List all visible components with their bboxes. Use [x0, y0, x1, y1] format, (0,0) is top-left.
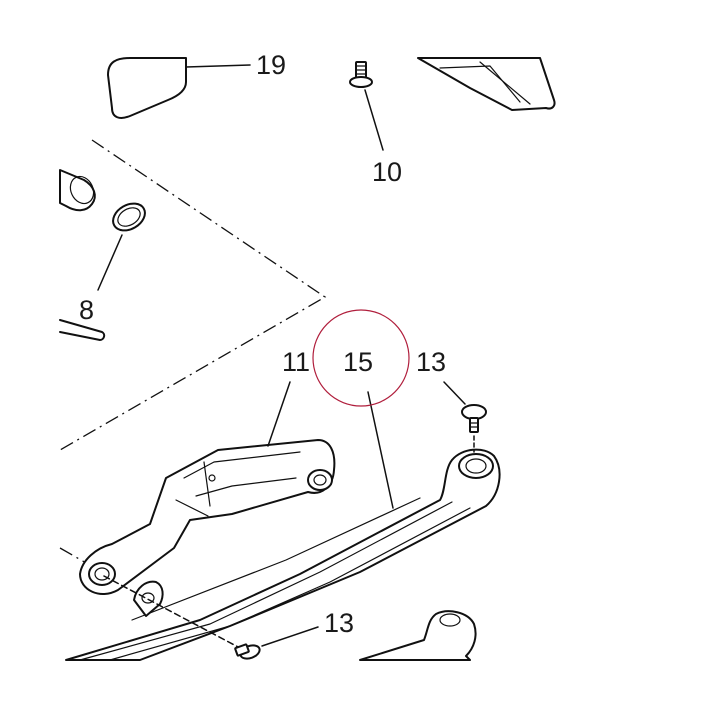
callout-19: 19	[256, 50, 286, 80]
part-15-arm	[65, 391, 501, 661]
callout-13-lower: 13	[324, 608, 354, 638]
top-right-bracket	[417, 57, 556, 111]
part-19-cover	[107, 57, 251, 119]
part-10-screw	[349, 61, 384, 151]
lower-right-part	[359, 610, 477, 661]
callout-10: 10	[372, 157, 402, 187]
callout-8: 8	[79, 295, 94, 325]
callout-11: 11	[282, 347, 310, 377]
part-13-screw-upper	[443, 381, 487, 453]
part-8-ring	[59, 169, 146, 341]
part-13-screw-lower	[234, 626, 319, 660]
callout-15: 15	[343, 347, 373, 377]
part-11-bracket	[79, 381, 336, 595]
callout-13-upper: 13	[416, 347, 446, 377]
highlight-circle	[312, 309, 410, 407]
